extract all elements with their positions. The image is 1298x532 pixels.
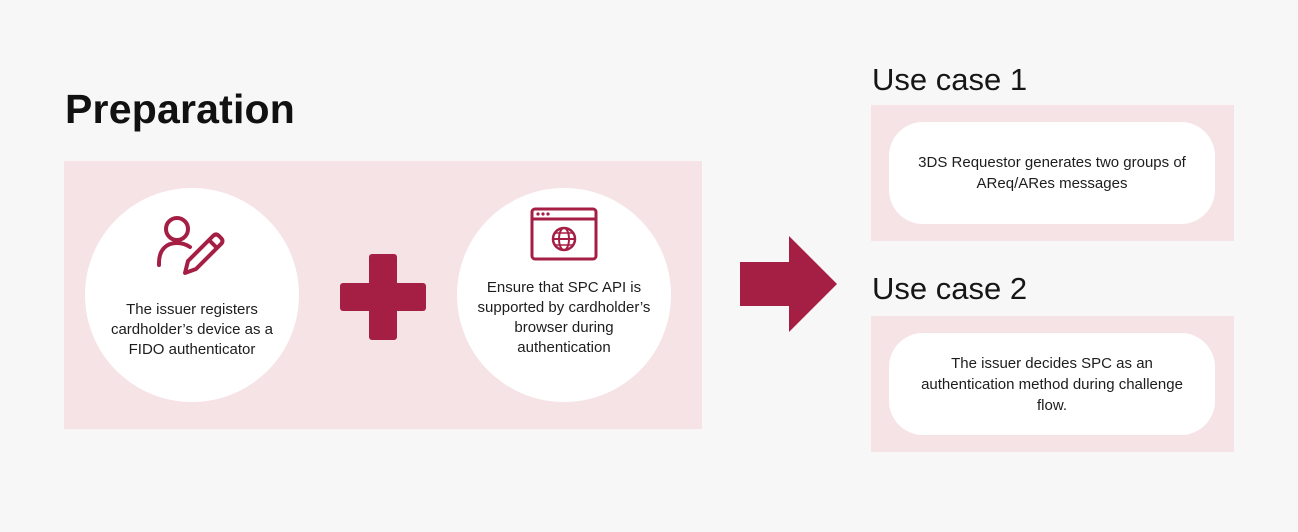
use-case-1-title: Use case 1 bbox=[872, 62, 1028, 97]
preparation-title: Preparation bbox=[65, 86, 296, 132]
preparation-panel: The issuer registers cardholder’s device… bbox=[64, 161, 702, 429]
plus-icon bbox=[340, 254, 426, 340]
use-case-2-box: The issuer decides SPC as an authenticat… bbox=[889, 333, 1215, 435]
use-case-2-panel: The issuer decides SPC as an authenticat… bbox=[871, 316, 1234, 452]
spc-api-text: Ensure that SPC API is supported by card… bbox=[477, 279, 651, 356]
browser-globe-icon bbox=[530, 207, 598, 261]
arrow-right-icon bbox=[740, 236, 837, 332]
use-case-2-title: Use case 2 bbox=[872, 271, 1028, 306]
use-case-1-panel: 3DS Requestor generates two groups of AR… bbox=[871, 105, 1234, 241]
user-edit-icon bbox=[157, 216, 225, 275]
spc-api-circle: Ensure that SPC API is supported by card… bbox=[457, 188, 671, 402]
issuer-registration-circle: The issuer registers cardholder’s device… bbox=[85, 188, 299, 402]
use-case-2-text: The issuer decides SPC as an authenticat… bbox=[921, 354, 1183, 414]
use-case-1-box: 3DS Requestor generates two groups of AR… bbox=[889, 122, 1215, 224]
use-case-1-text: 3DS Requestor generates two groups of AR… bbox=[918, 154, 1186, 192]
issuer-registration-text: The issuer registers cardholder’s device… bbox=[110, 301, 274, 358]
